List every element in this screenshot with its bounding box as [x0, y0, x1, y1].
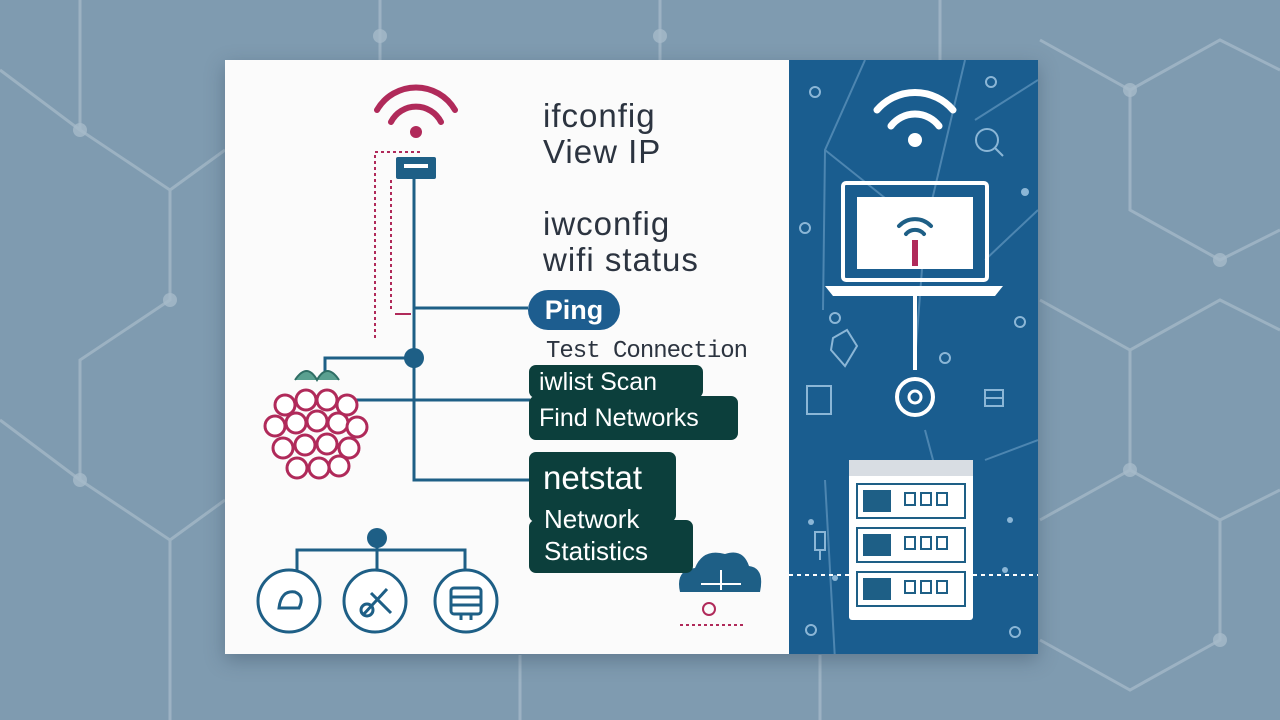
netstat-description: Network	[544, 504, 640, 534]
ping-description: Test Connection	[546, 338, 748, 365]
diagram-card: ifconfig View IP iwconfig wifi status Pi…	[225, 60, 1038, 654]
ifconfig-description: View IP	[543, 133, 662, 170]
netstat-command: netstat	[543, 459, 643, 496]
settings-icon	[256, 568, 322, 634]
iwlist-command-box: iwlist Scan	[529, 365, 703, 398]
ping-command: Ping	[528, 290, 620, 330]
search-icon	[975, 128, 1004, 157]
iwlist-command: iwlist Scan	[539, 368, 658, 396]
wifi-icon-panel	[873, 89, 957, 130]
raspberry-pi-icon	[263, 370, 369, 480]
ifconfig-command: ifconfig	[543, 97, 656, 134]
iwconfig-command: iwconfig	[543, 205, 671, 242]
netstat-description-2: Statistics	[544, 536, 649, 566]
device-icon	[433, 568, 499, 634]
netstat-box-top: netstat	[529, 452, 676, 522]
server-rack-icon	[849, 460, 973, 620]
cloud-icon	[679, 552, 762, 626]
iwlist-description: Find Networks	[539, 404, 699, 432]
wifi-icon	[374, 84, 458, 125]
router-icon	[375, 151, 436, 179]
iwconfig-description: wifi status	[543, 241, 699, 278]
netstat-box-bottom: Network Statistics	[529, 504, 693, 573]
laptop-icon	[825, 181, 1003, 296]
iwlist-description-box: Find Networks	[529, 396, 738, 440]
